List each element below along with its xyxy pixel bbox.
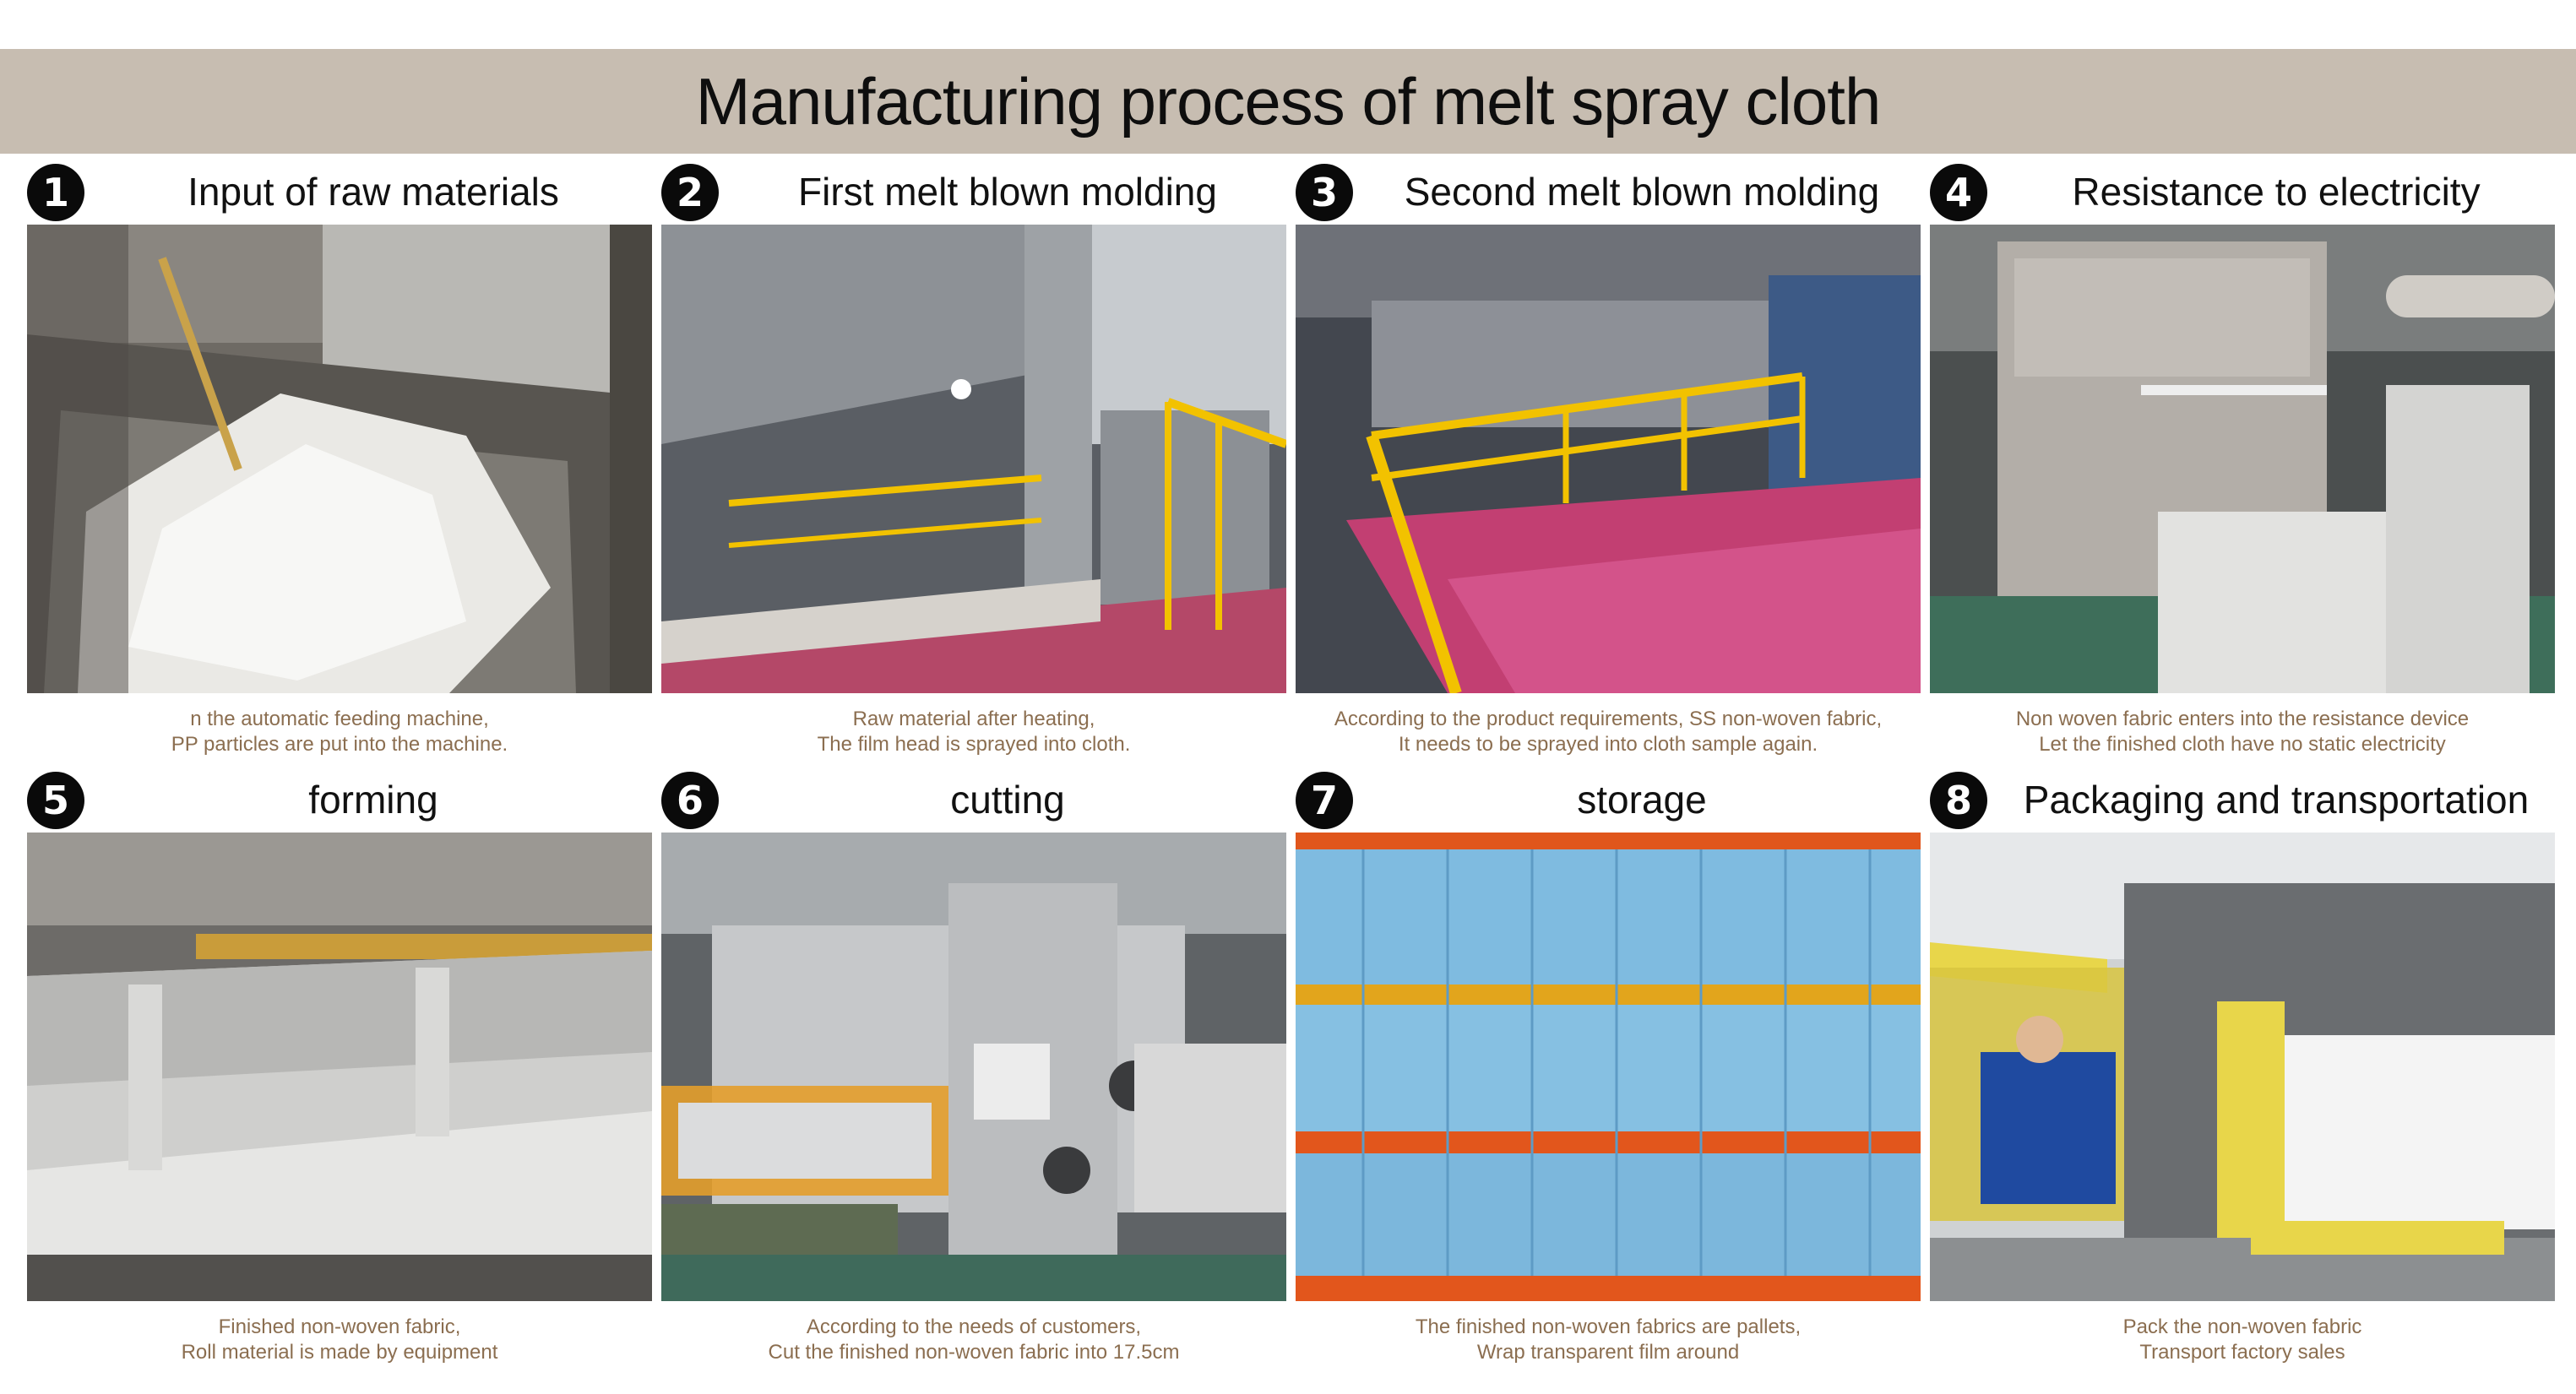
step-title: Packaging and transportation	[2023, 778, 2530, 822]
photo-cutting-machine	[661, 833, 1286, 1301]
caption-line: Roll material is made by equipment	[181, 1341, 498, 1364]
step-title: Input of raw materials	[187, 170, 559, 214]
photo-resistance-device	[1930, 225, 2555, 693]
step-caption: Finished non-woven fabric, Roll material…	[27, 1315, 652, 1365]
step-caption: According to the product requirements, S…	[1296, 707, 1921, 757]
caption-line: Pack the non-woven fabric	[2122, 1315, 2362, 1338]
step-number-badge: 4	[1930, 164, 1987, 221]
step-header: 6 cutting	[661, 768, 1286, 833]
caption-line: The finished non-woven fabrics are palle…	[1415, 1315, 1802, 1338]
step-3: 3 Second melt blown molding According to…	[1296, 160, 1921, 757]
step-number-badge: 1	[27, 164, 84, 221]
step-number-badge: 6	[661, 772, 719, 829]
step-caption: According to the needs of customers, Cut…	[661, 1315, 1286, 1365]
step-5: 5 forming Finished non-woven fabric, Rol…	[27, 768, 652, 1365]
step-4: 4 Resistance to electricity Non woven fa…	[1930, 160, 2555, 757]
caption-line: Transport factory sales	[2139, 1341, 2345, 1364]
caption-line: Let the finished cloth have no static el…	[2039, 733, 2446, 756]
step-number-badge: 3	[1296, 164, 1353, 221]
caption-line: Cut the finished non-woven fabric into 1…	[768, 1341, 1180, 1364]
photo-forklift-loading	[1930, 833, 2555, 1301]
step-caption: The finished non-woven fabrics are palle…	[1296, 1315, 1921, 1365]
caption-line: It needs to be sprayed into cloth sample…	[1398, 733, 1818, 756]
photo-first-melt-blown	[661, 225, 1286, 693]
step-header: 7 storage	[1296, 768, 1921, 833]
step-1: 1 Input of raw materials n the automatic…	[27, 160, 652, 757]
step-header: 4 Resistance to electricity	[1930, 160, 2555, 225]
step-header: 1 Input of raw materials	[27, 160, 652, 225]
step-caption: Pack the non-woven fabric Transport fact…	[1930, 1315, 2555, 1365]
step-number-badge: 8	[1930, 772, 1987, 829]
caption-line: Raw material after heating,	[852, 708, 1095, 730]
step-header: 8 Packaging and transportation	[1930, 768, 2555, 833]
caption-line: n the automatic feeding machine,	[190, 708, 489, 730]
step-7: 7 storage The finished non-woven fabrics…	[1296, 768, 1921, 1365]
step-number-badge: 2	[661, 164, 719, 221]
step-caption: n the automatic feeding machine, PP part…	[27, 707, 652, 757]
step-caption: Raw material after heating, The film hea…	[661, 707, 1286, 757]
step-header: 3 Second melt blown molding	[1296, 160, 1921, 225]
step-2: 2 First melt blown molding Raw material …	[661, 160, 1286, 757]
photo-second-melt-blown	[1296, 225, 1921, 693]
step-title: First melt blown molding	[798, 170, 1217, 214]
caption-line: PP particles are put into the machine.	[171, 733, 508, 756]
photo-storage-pallets	[1296, 833, 1921, 1301]
caption-line: The film head is sprayed into cloth.	[817, 733, 1131, 756]
step-header: 2 First melt blown molding	[661, 160, 1286, 225]
step-title: forming	[308, 778, 438, 822]
step-caption: Non woven fabric enters into the resista…	[1930, 707, 2555, 757]
caption-line: Non woven fabric enters into the resista…	[2015, 708, 2470, 730]
step-header: 5 forming	[27, 768, 652, 833]
caption-line: According to the product requirements, S…	[1334, 708, 1883, 730]
step-number-badge: 5	[27, 772, 84, 829]
step-title: Resistance to electricity	[2072, 170, 2481, 214]
title-banner: Manufacturing process of melt spray clot…	[0, 49, 2576, 154]
step-title: storage	[1577, 778, 1707, 822]
step-title: Second melt blown molding	[1404, 170, 1880, 214]
photo-forming-roll	[27, 833, 652, 1301]
page-title: Manufacturing process of melt spray clot…	[695, 63, 1882, 138]
step-number-badge: 7	[1296, 772, 1353, 829]
caption-line: According to the needs of customers,	[806, 1315, 1142, 1338]
caption-line: Wrap transparent film around	[1476, 1341, 1740, 1364]
caption-line: Finished non-woven fabric,	[218, 1315, 461, 1338]
step-6: 6 cutting According to the needs of cust…	[661, 768, 1286, 1365]
step-title: cutting	[950, 778, 1065, 822]
step-8: 8 Packaging and transportation Pack the …	[1930, 768, 2555, 1365]
photo-raw-material-feeding	[27, 225, 652, 693]
